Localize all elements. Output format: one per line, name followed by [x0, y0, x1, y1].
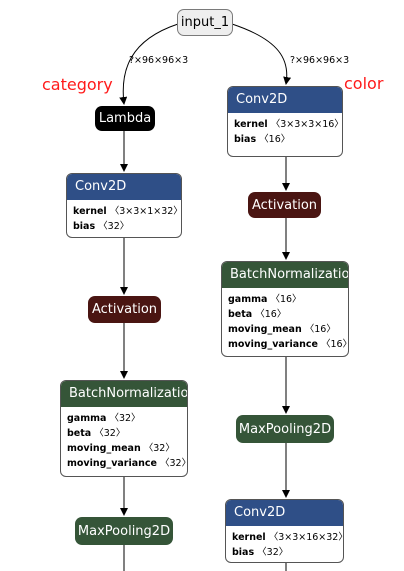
conv2d-header: Conv2D — [228, 87, 342, 113]
maxpool-node-right[interactable]: MaxPooling2D — [236, 415, 334, 443]
activation-label: Activation — [251, 197, 318, 213]
param-key: kernel — [73, 206, 107, 217]
edge-input-to-conv-right — [231, 23, 292, 85]
shape-label-right: ?×96×96×3 — [290, 55, 350, 66]
conv2d-header: Conv2D — [67, 174, 181, 200]
input-node-label: input_1 — [180, 15, 230, 30]
conv2d-title: Conv2D — [75, 179, 127, 194]
shape-label-left: ?×96×96×3 — [129, 55, 189, 66]
param-key: gamma — [67, 413, 107, 424]
branch-label-category: category — [42, 75, 113, 94]
param-key: moving_mean — [67, 443, 141, 454]
param-value: 〈16〉 — [259, 134, 291, 145]
conv2d-title: Conv2D — [236, 92, 288, 107]
activation-node-left[interactable]: Activation — [88, 296, 161, 323]
edge-input-to-lambda — [119, 23, 179, 105]
batchnorm-header: BatchNormalization — [222, 262, 348, 288]
batchnorm-params: gamma 〈32〉 beta 〈32〉 moving_mean 〈32〉 mo… — [61, 407, 187, 471]
param-value: 〈3×3×1×32〉 — [109, 206, 182, 217]
input-node[interactable]: input_1 — [177, 9, 233, 36]
param-key: kernel — [234, 119, 268, 130]
param-value: 〈16〉 — [270, 294, 302, 305]
conv2d-params: kernel 〈3×3×3×16〉 bias 〈16〉 — [228, 113, 342, 147]
conv2d-node-right-2[interactable]: Conv2D kernel 〈3×3×16×32〉 bias 〈32〉 — [225, 499, 344, 563]
param-key: kernel — [232, 532, 266, 543]
conv2d-node-right-1[interactable]: Conv2D kernel 〈3×3×3×16〉 bias 〈16〉 — [227, 86, 343, 157]
param-value: 〈32〉 — [143, 443, 175, 454]
lambda-label: Lambda — [98, 111, 152, 126]
param-value: 〈16〉 — [255, 309, 287, 320]
maxpool-label: MaxPooling2D — [77, 523, 171, 539]
param-key: moving_variance — [228, 339, 318, 350]
batchnorm-title: BatchNormalization — [69, 386, 188, 401]
param-value: 〈3×3×16×32〉 — [268, 532, 344, 543]
param-key: moving_variance — [67, 458, 157, 469]
param-value: 〈16〉 — [304, 324, 336, 335]
param-value: 〈32〉 — [160, 458, 188, 469]
activation-node-right[interactable]: Activation — [248, 192, 321, 218]
conv2d-header: Conv2D — [226, 500, 343, 526]
param-key: moving_mean — [228, 324, 302, 335]
param-value: 〈32〉 — [94, 428, 126, 439]
conv2d-node-left[interactable]: Conv2D kernel 〈3×3×1×32〉 bias 〈32〉 — [66, 173, 182, 238]
param-value: 〈16〉 — [321, 339, 349, 350]
param-key: bias — [73, 221, 96, 232]
param-value: 〈3×3×3×16〉 — [270, 119, 343, 130]
branch-label-color: color — [344, 74, 384, 93]
batchnorm-node-right[interactable]: BatchNormalization gamma 〈16〉 beta 〈16〉 … — [221, 261, 349, 357]
param-key: bias — [234, 134, 257, 145]
batchnorm-params: gamma 〈16〉 beta 〈16〉 moving_mean 〈16〉 mo… — [222, 288, 348, 352]
conv2d-params: kernel 〈3×3×16×32〉 bias 〈32〉 — [226, 526, 343, 560]
maxpool-label: MaxPooling2D — [238, 421, 332, 437]
param-key: beta — [228, 309, 253, 320]
conv2d-params: kernel 〈3×3×1×32〉 bias 〈32〉 — [67, 200, 181, 234]
batchnorm-node-left[interactable]: BatchNormalization gamma 〈32〉 beta 〈32〉 … — [60, 380, 188, 477]
param-key: beta — [67, 428, 92, 439]
param-value: 〈32〉 — [98, 221, 130, 232]
activation-label: Activation — [91, 302, 158, 317]
param-key: gamma — [228, 294, 268, 305]
param-key: bias — [232, 547, 255, 558]
batchnorm-title: BatchNormalization — [230, 267, 349, 282]
maxpool-node-left[interactable]: MaxPooling2D — [75, 517, 173, 545]
lambda-node[interactable]: Lambda — [95, 106, 155, 131]
param-value: 〈32〉 — [109, 413, 141, 424]
param-value: 〈32〉 — [257, 547, 289, 558]
conv2d-title: Conv2D — [234, 505, 286, 520]
batchnorm-header: BatchNormalization — [61, 381, 187, 407]
